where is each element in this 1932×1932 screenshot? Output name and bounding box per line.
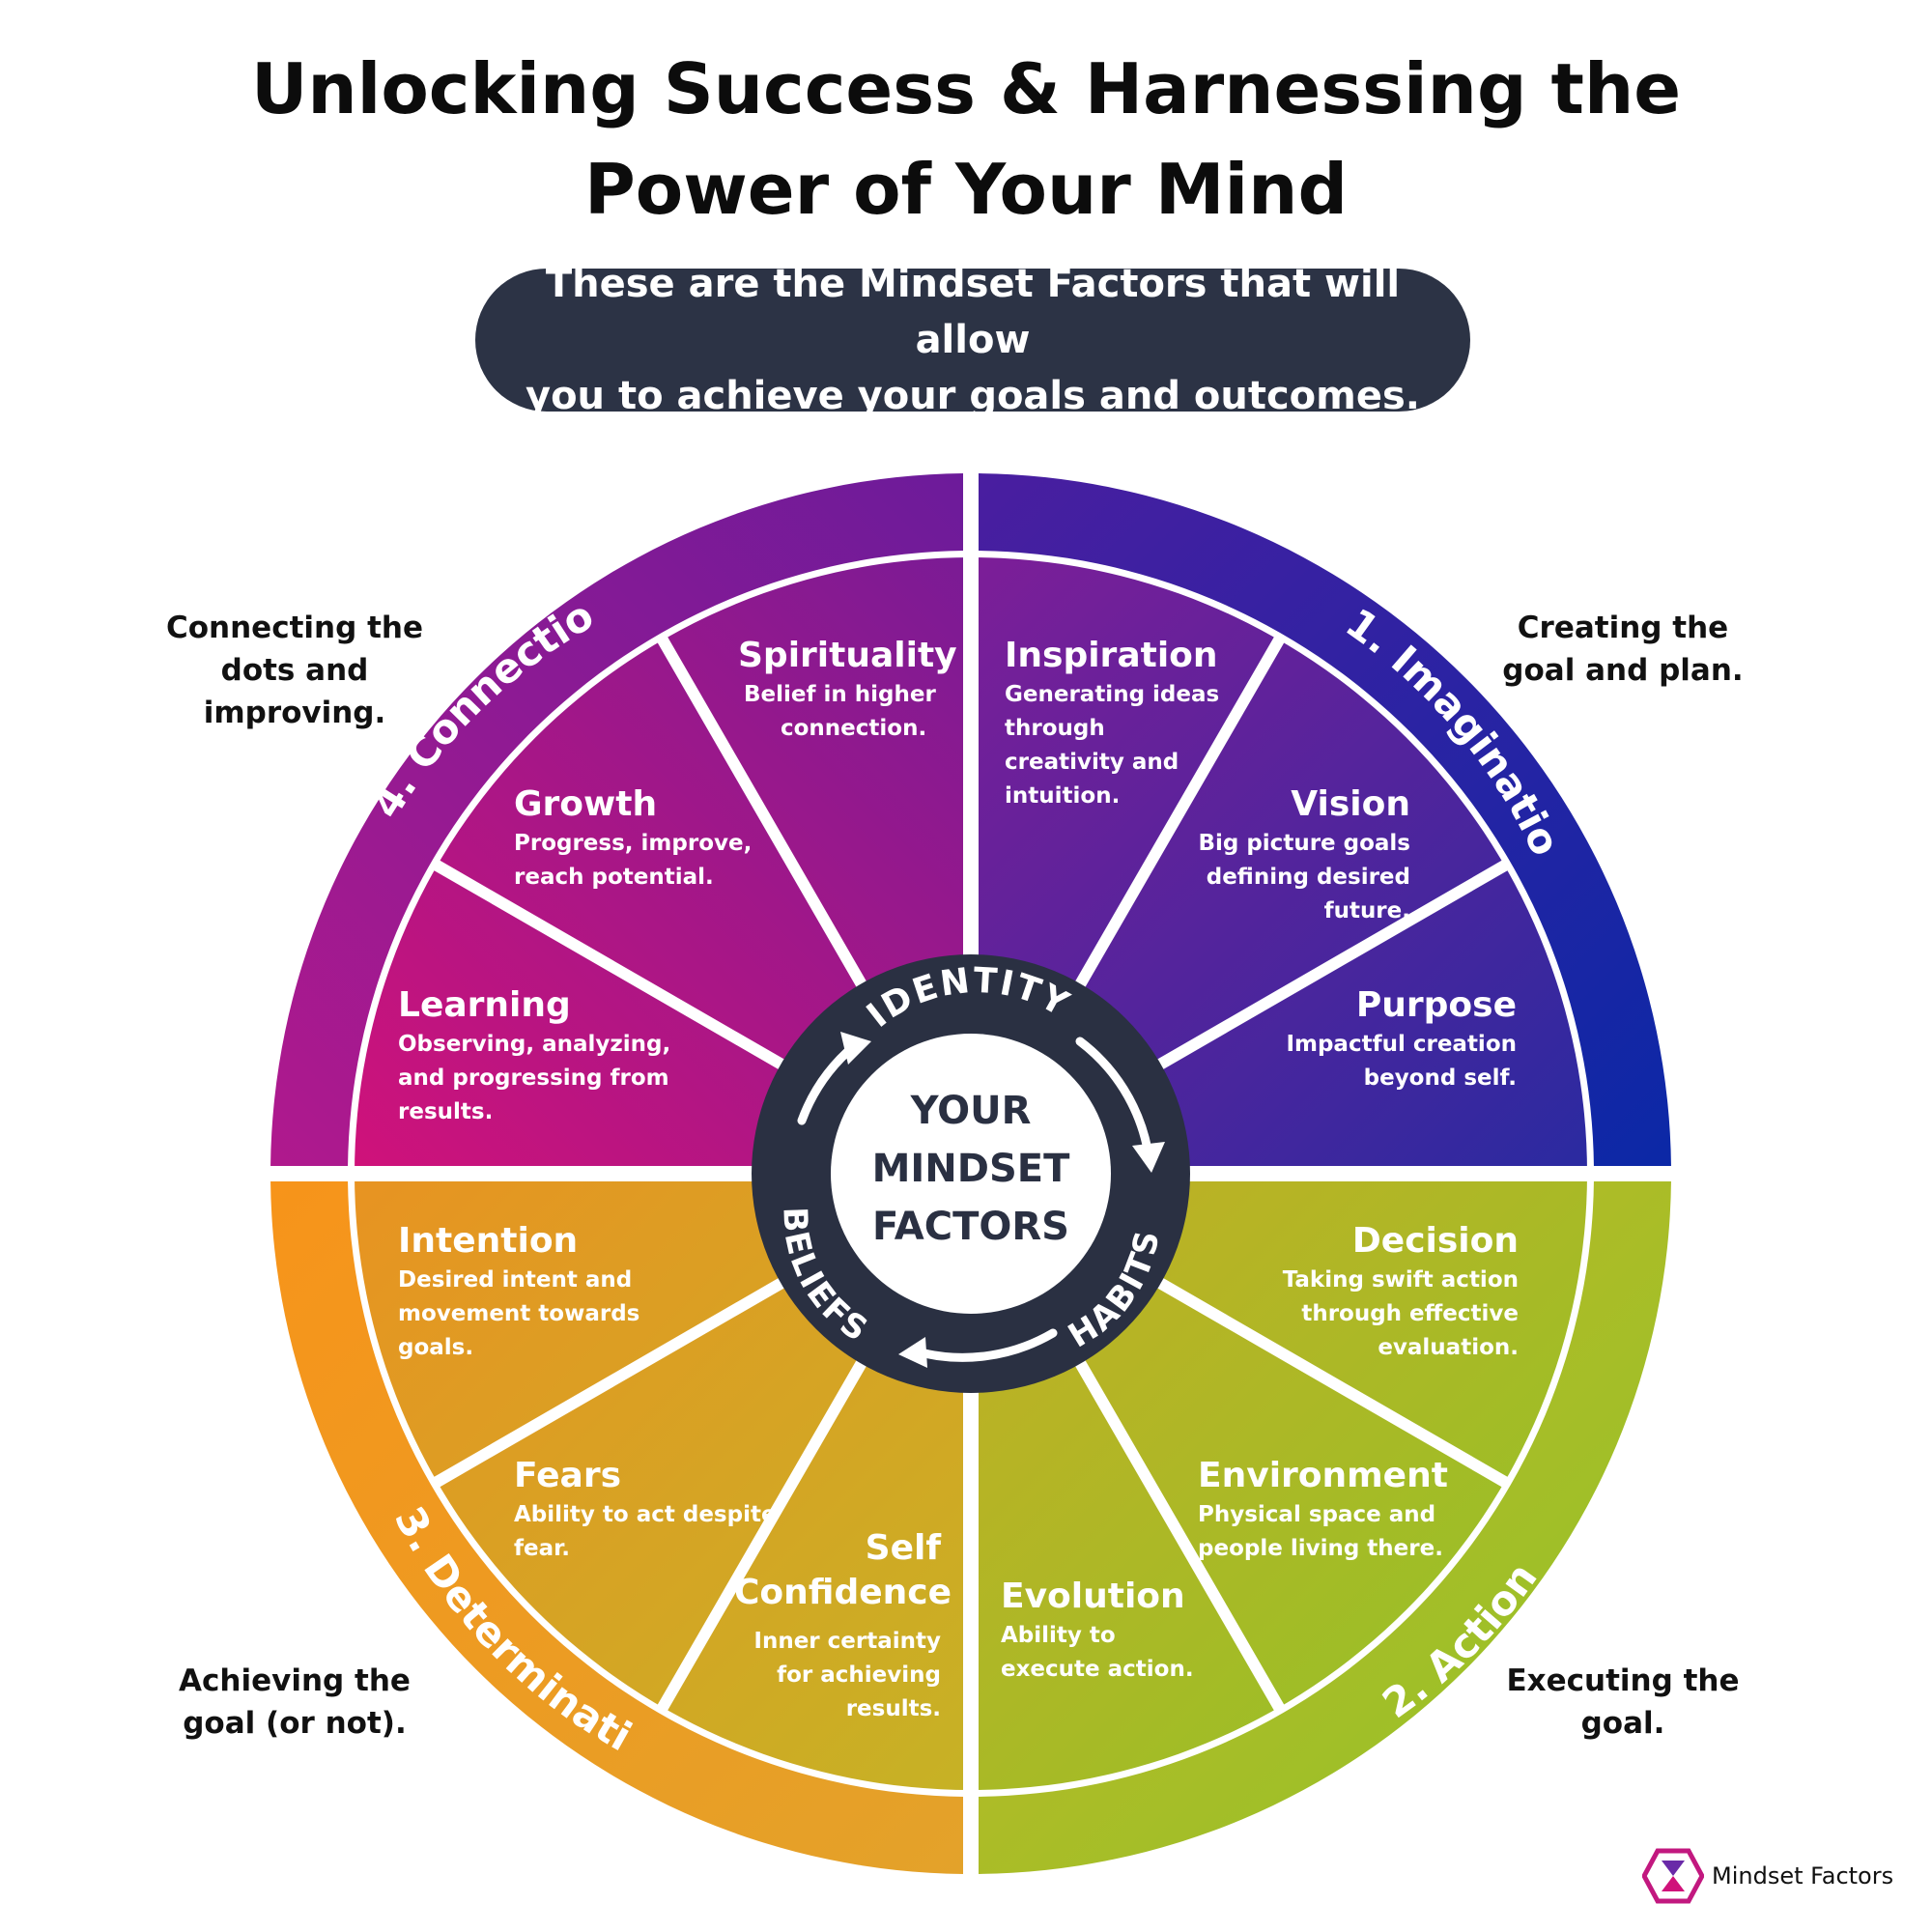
factor-purpose: Purpose Impactful creation beyond self. bbox=[1256, 983, 1517, 1095]
arrow-identity-to-habits bbox=[1075, 1037, 1152, 1154]
band-connection bbox=[270, 473, 965, 1168]
center-line-1: YOUR bbox=[910, 1089, 1032, 1133]
spoke-divider-2 bbox=[1151, 859, 1510, 1073]
factor-self-confidence: Self Confidence Inner certainty for achi… bbox=[734, 1528, 952, 1721]
center-line-2: MINDSET bbox=[872, 1147, 1071, 1191]
factor-vision: Vision Big picture goals defining desire… bbox=[1130, 782, 1410, 928]
cycle-arrowheads bbox=[840, 1032, 1165, 1368]
factor-title: Environment bbox=[1198, 1456, 1448, 1495]
spoke-divider-4 bbox=[1151, 1274, 1510, 1489]
factor-title: Purpose bbox=[1355, 985, 1517, 1025]
subtitle-line-2: you to achieve your goals and outcomes. bbox=[526, 374, 1420, 418]
factor-learning: Learning Observing, analyzing, and progr… bbox=[398, 983, 678, 1129]
factor-title: Vision bbox=[1291, 784, 1410, 824]
caption-imagination: Creating the goal and plan. bbox=[1502, 611, 1744, 688]
factor-title: Spirituality bbox=[738, 636, 957, 675]
band-action bbox=[977, 1179, 1671, 1874]
subtitle-line-1: These are the Mindset Factors that will … bbox=[545, 262, 1401, 362]
factor-decision: Decision Taking swift action through eff… bbox=[1256, 1219, 1519, 1365]
spoke-divider-10 bbox=[432, 859, 790, 1073]
spoke-divider-8 bbox=[432, 1274, 790, 1489]
center-hub-inner bbox=[831, 1034, 1111, 1314]
factor-evolution: Evolution Ability to execute action. bbox=[1001, 1575, 1233, 1687]
factor-title: Evolution bbox=[1001, 1577, 1185, 1616]
factor-spirituality: Spirituality Belief in higher connection… bbox=[738, 634, 970, 746]
factor-inspiration: Inspiration Generating ideas through cre… bbox=[1005, 634, 1256, 813]
factor-growth: Growth Progress, improve, reach potentia… bbox=[514, 782, 765, 895]
arrowhead-habits bbox=[1132, 1142, 1165, 1173]
subtitle-banner: These are the Mindset Factors that will … bbox=[475, 262, 1470, 418]
brand-name: Mindset Factors bbox=[1712, 1862, 1894, 1889]
title-line-1: Unlocking Success & Harnessing the bbox=[250, 48, 1682, 129]
center-line-3: FACTORS bbox=[872, 1205, 1069, 1249]
caption-connection: Connecting the dots and improving. bbox=[166, 611, 423, 730]
factor-title: Decision bbox=[1351, 1221, 1519, 1261]
band-determination bbox=[270, 1179, 965, 1874]
arrowhead-identity bbox=[840, 1032, 871, 1065]
band-imagination bbox=[977, 473, 1671, 1168]
center-title: YOUR MINDSET FACTORS bbox=[872, 1089, 1071, 1249]
caption-determination: Achieving the goal (or not). bbox=[179, 1663, 411, 1741]
hexagon-hourglass-icon bbox=[1642, 1848, 1704, 1904]
page-title: Unlocking Success & Harnessing the Power… bbox=[0, 39, 1932, 240]
factor-environment: Environment Physical space and people li… bbox=[1198, 1456, 1448, 1561]
title-line-2: Power of Your Mind bbox=[584, 149, 1348, 230]
caption-action: Executing the goal. bbox=[1506, 1663, 1740, 1741]
spoke-divider-11 bbox=[656, 635, 870, 993]
factor-title: Inspiration bbox=[1005, 636, 1218, 675]
factor-title-line-2: Confidence bbox=[734, 1573, 952, 1612]
arrowhead-beliefs bbox=[898, 1337, 927, 1368]
spoke-divider-7 bbox=[656, 1354, 870, 1713]
spoke-divider-5 bbox=[1071, 1354, 1286, 1713]
brand-logo: Mindset Factors bbox=[1642, 1847, 1893, 1905]
factor-title: Fears bbox=[514, 1456, 622, 1495]
factor-title: Growth bbox=[514, 784, 658, 824]
arrow-habits-to-beliefs bbox=[908, 1328, 1058, 1362]
spoke-divider-1 bbox=[1071, 635, 1286, 993]
factor-title: Intention bbox=[398, 1221, 579, 1261]
factor-title-line-1: Self bbox=[865, 1528, 941, 1568]
factor-title: Learning bbox=[398, 985, 571, 1025]
factor-intention: Intention Desired intent and movement to… bbox=[398, 1219, 668, 1365]
factor-fears: Fears Ability to act despite fear. bbox=[514, 1454, 784, 1566]
